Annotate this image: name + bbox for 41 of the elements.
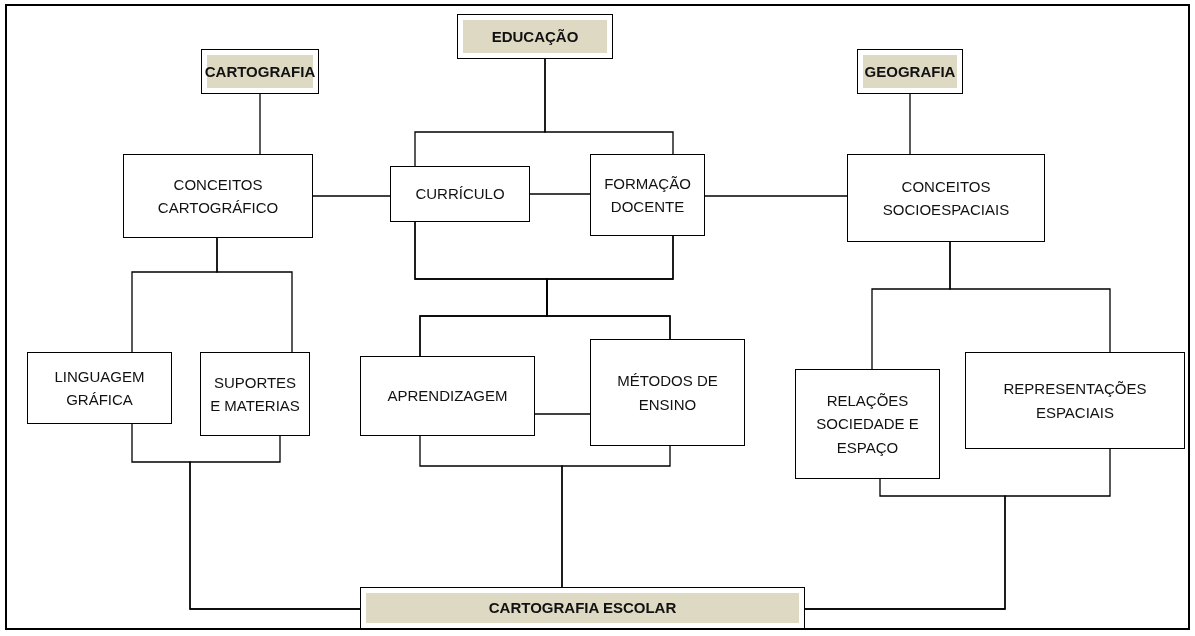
heading-box xyxy=(201,49,319,94)
connector-line xyxy=(544,58,674,155)
concept-box xyxy=(795,369,940,479)
node-label: CONCEITOS SOCIOESPACIAIS xyxy=(881,176,1011,220)
connector-line xyxy=(704,195,848,197)
node-label: SUPORTES E MATERIAS xyxy=(209,372,301,416)
concept-box xyxy=(590,339,745,446)
heading-box xyxy=(857,49,963,94)
node-label: FORMAÇÃO DOCENTE xyxy=(603,173,692,217)
node-label: MÉTODOS DE ENSINO xyxy=(616,371,719,415)
heading-label: GEOGRAFIA xyxy=(864,61,956,82)
connector-line xyxy=(259,93,261,155)
connector-line xyxy=(804,448,1111,610)
concept-box xyxy=(965,352,1185,449)
concept-box xyxy=(360,356,535,436)
connector-line xyxy=(529,193,591,195)
heading-label: CARTOGRAFIA ESCOLAR xyxy=(488,598,677,619)
node-label: APRENDIZAGEM xyxy=(387,386,508,407)
heading-label: CARTOGRAFIA xyxy=(204,61,316,82)
heading-box xyxy=(360,587,805,629)
connector-line xyxy=(189,435,361,610)
concept-box xyxy=(123,154,313,238)
heading-box xyxy=(457,14,613,59)
concept-box xyxy=(27,352,172,424)
connector-line xyxy=(561,445,671,588)
concept-box xyxy=(847,154,1045,242)
connector-line xyxy=(949,241,1111,353)
node-label: REPRESENTAÇÕES ESPACIAIS xyxy=(1002,379,1148,423)
node-label: CURRÍCULO xyxy=(415,184,505,205)
concept-box xyxy=(200,352,310,436)
concept-box xyxy=(590,154,705,236)
connector-line xyxy=(312,195,391,197)
connector-line xyxy=(909,93,911,155)
concept-box xyxy=(390,166,530,222)
node-label: LINGUAGEM GRÁFICA xyxy=(53,366,146,410)
connector-line xyxy=(216,237,293,353)
heading-label: EDUCAÇÃO xyxy=(491,26,579,47)
connector-line xyxy=(534,413,591,415)
connector-line xyxy=(546,235,674,340)
node-label: RELAÇÕES SOCIEDADE E ESPAÇO xyxy=(815,391,920,458)
node-label: CONCEITOS CARTOGRÁFICO xyxy=(156,174,280,218)
